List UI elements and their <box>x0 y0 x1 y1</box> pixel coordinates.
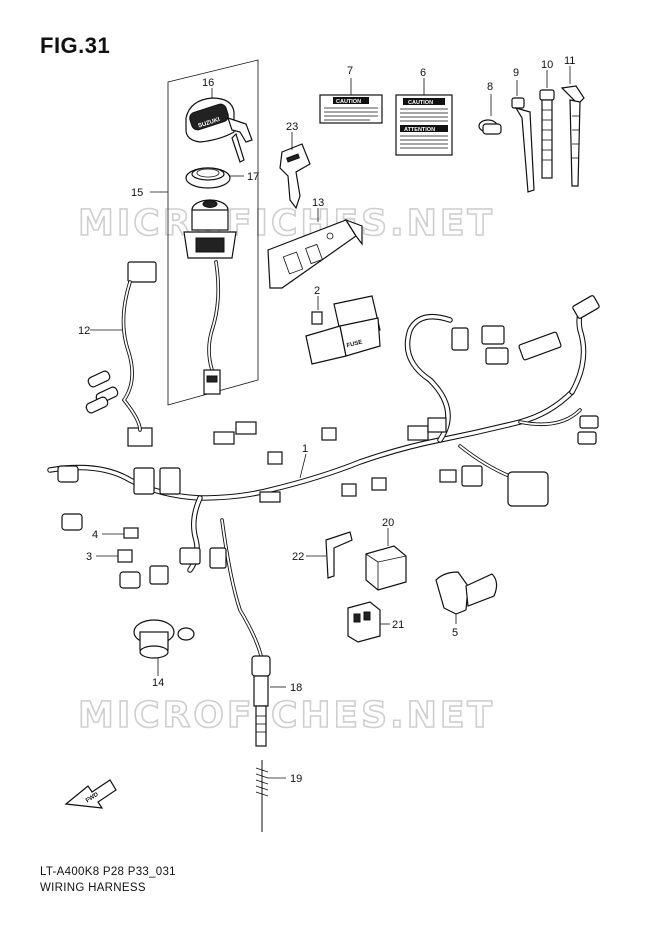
bracket-part-22 <box>306 531 353 579</box>
watermark-bottom: MICROFICHES.NET <box>78 695 495 736</box>
connector-part-3 <box>117 549 133 563</box>
callout-15: 15 <box>131 187 143 199</box>
sensor-part-18 <box>251 655 286 747</box>
callout-5: 5 <box>452 627 458 639</box>
clamp-part-8 <box>478 94 502 135</box>
ignition-key-part <box>279 132 311 210</box>
spring-part-19 <box>255 760 286 832</box>
fuse-text: FUSE <box>346 340 363 350</box>
callout-10: 10 <box>541 59 553 71</box>
cable-tie-9 <box>511 80 535 193</box>
callout-14: 14 <box>152 677 164 689</box>
caution-6-text: CAUTION <box>408 100 433 106</box>
footer-section-name: WIRING HARNESS <box>40 882 146 894</box>
fuse-part-2 <box>311 296 323 325</box>
callout-8: 8 <box>487 81 493 93</box>
callout-17: 17 <box>247 171 259 183</box>
callout-23: 23 <box>286 121 298 133</box>
grip-part-5 <box>435 571 498 624</box>
relay-part-20 <box>365 528 407 591</box>
callout-12: 12 <box>78 325 90 337</box>
callout-2: 2 <box>314 285 320 297</box>
watermark-top: MICROFICHES.NET <box>78 203 495 244</box>
footer-model-code: LT-A400K8 P28 P33_031 <box>40 866 176 878</box>
caution-7-text: CAUTION <box>336 99 361 105</box>
cable-tie-10 <box>539 70 555 179</box>
callout-9: 9 <box>513 67 519 79</box>
callout-1: 1 <box>302 443 308 455</box>
sensor-part-14 <box>133 619 195 676</box>
callout-7: 7 <box>347 65 353 77</box>
callout-21: 21 <box>392 619 404 631</box>
callout-13: 13 <box>312 197 324 209</box>
caution-attention-label-6: CAUTION ATTENTION <box>395 78 453 156</box>
connector-part-4 <box>123 527 139 539</box>
leader-lines <box>90 88 307 557</box>
callout-18: 18 <box>290 682 302 694</box>
bracket-part-13 <box>267 208 363 289</box>
ring-nut-part <box>185 167 231 189</box>
callout-19: 19 <box>290 773 302 785</box>
callout-11: 11 <box>564 55 575 67</box>
callout-20: 20 <box>382 517 394 529</box>
callout-22: 22 <box>292 551 304 563</box>
switch-body-part <box>183 199 237 395</box>
relay-part-21 <box>347 601 390 643</box>
fuse-box: FUSE <box>305 295 381 365</box>
callout-3: 3 <box>86 551 92 563</box>
callout-4: 4 <box>92 529 98 541</box>
cable-tie-11 <box>560 66 585 187</box>
ignition-switch-assembly: SUZUKI <box>150 59 259 406</box>
fwd-arrow: FWD <box>64 779 117 809</box>
callout-6: 6 <box>420 67 426 79</box>
callout-16: 16 <box>202 77 214 89</box>
lock-cover-part: SUZUKI <box>185 97 253 163</box>
attention-6-text: ATTENTION <box>404 127 435 133</box>
harness-connectors <box>57 261 600 589</box>
callout-numbers: 1 2 3 4 5 6 7 8 9 10 11 12 13 14 15 16 1… <box>78 55 575 785</box>
figure-title: FIG.31 <box>40 33 111 58</box>
caution-label-7: CAUTION <box>319 78 383 124</box>
